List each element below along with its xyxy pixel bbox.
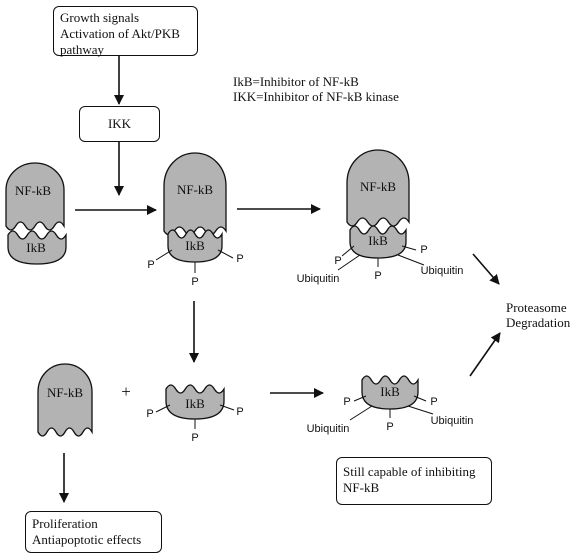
nfkb-label: NF-kB: [15, 183, 51, 198]
phosphate-bond: [155, 404, 171, 413]
nfkb-shape: [5, 162, 65, 231]
ikb-label: IkB: [368, 233, 388, 248]
phosphate-label: P: [386, 421, 393, 433]
ikb-shape: [165, 384, 225, 420]
phosphate-bond: [217, 249, 234, 259]
legend-ikb: IkB=Inhibitor of NF-kB: [233, 74, 359, 89]
still-capable-box: Still capable of inhibiting NF-kB: [336, 457, 492, 505]
ikk-label: IKK: [107, 116, 132, 131]
phosphate-bond: [401, 245, 417, 251]
phosphate-bond: [353, 395, 367, 402]
nfkb-shape: [37, 363, 93, 437]
ubiquitin-label: Ubiquitin: [421, 265, 464, 277]
legend-ikk: IKK=Inhibitor of NF-kB kinase: [233, 89, 399, 104]
growth-signals-line-1: Growth signals: [60, 10, 140, 25]
ikb-shape: [361, 375, 419, 410]
arrow-complex-to-proteasome: [472, 253, 500, 285]
arrow-ikb-to-proteasome: [469, 332, 501, 377]
ikb-label: IkB: [26, 240, 46, 255]
plus-sign: +: [121, 382, 131, 401]
ikb-shape: [167, 229, 223, 263]
ikk-box: IKK: [79, 106, 160, 142]
nfkb-label: NF-kB: [360, 179, 396, 194]
phosphate-bond: [155, 249, 173, 261]
proliferation-box: Proliferation Antiapoptotic effects: [25, 511, 162, 553]
phosphorylated-complex: P P P NF-kB IkB: [147, 152, 244, 288]
phosphate-label: P: [334, 255, 341, 267]
free-ubiquitinated-ikb: P P P Ubiquitin Ubiquitin IkB: [307, 375, 474, 435]
legend: IkB=Inhibitor of NF-kB IKK=Inhibitor of …: [233, 74, 399, 104]
phosphate-label: P: [343, 396, 350, 408]
free-nfkb: NF-kB: [37, 363, 93, 437]
nfkb-shape: [346, 149, 410, 227]
growth-signals-line-2: Activation of Akt/PKB: [60, 26, 180, 41]
phosphate-label: P: [236, 406, 243, 418]
phosphate-label: P: [191, 276, 198, 288]
phosphate-label: P: [374, 270, 381, 282]
phosphate-label: P: [236, 253, 243, 265]
ikb-label: IkB: [185, 238, 205, 253]
ubiquitin-label: Ubiquitin: [307, 423, 350, 435]
phosphate-label: P: [420, 244, 427, 256]
ubiquitin-bond: [407, 405, 434, 415]
ubiquitin-bond: [397, 254, 425, 266]
phosphate-bond: [413, 395, 427, 402]
ubiquitinated-complex: P P P Ubiquitin Ubiquitin NF-kB IkB: [297, 149, 464, 285]
nfkb-shape: [163, 152, 227, 236]
ikb-shape: [7, 230, 67, 265]
ikb-label: IkB: [185, 396, 205, 411]
ubiquitin-label: Ubiquitin: [297, 273, 340, 285]
degradation-line: Degradation: [506, 315, 571, 330]
nfkb-label: NF-kB: [177, 182, 213, 197]
proliferation-line-2: Antiapoptotic effects: [32, 532, 142, 547]
still-capable-line-1: Still capable of inhibiting: [343, 464, 476, 479]
phosphate-label: P: [147, 259, 154, 271]
phosphate-label: P: [146, 408, 153, 420]
ikb-label: IkB: [380, 384, 400, 399]
phosphate-label: P: [191, 432, 198, 444]
free-phosphorylated-ikb: P P P IkB: [146, 384, 244, 444]
ubiquitin-label: Ubiquitin: [431, 415, 474, 427]
phosphate-bond: [219, 404, 235, 411]
ubiquitin-bond: [337, 254, 361, 271]
growth-signals-box: Growth signals Activation of Akt/PKB pat…: [53, 6, 198, 57]
still-capable-line-2: NF-kB: [343, 480, 380, 495]
proteasome-line: Proteasome: [506, 300, 567, 315]
phosphate-bond: [341, 245, 355, 257]
ikb-shape: [349, 225, 407, 259]
growth-signals-line-3: pathway: [60, 42, 105, 57]
proteasome-degradation-label: Proteasome Degradation: [506, 300, 570, 330]
nfkb-ikb-complex: NF-kB IkB: [5, 162, 67, 265]
nfkb-label: NF-kB: [47, 385, 83, 400]
ubiquitin-bond: [349, 405, 373, 421]
proliferation-line-1: Proliferation: [32, 516, 98, 531]
phosphate-label: P: [430, 396, 437, 408]
